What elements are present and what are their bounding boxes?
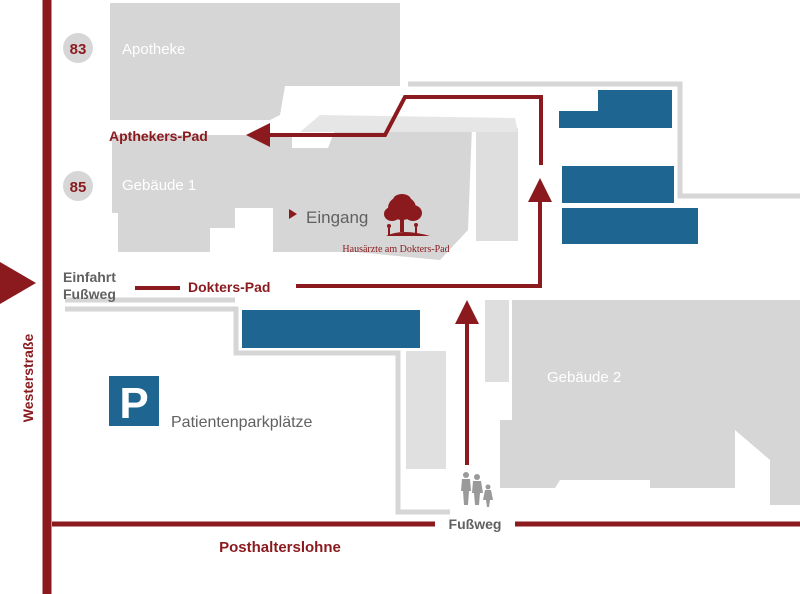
label-apthekers-pad: Apthekers-Pad: [109, 128, 208, 144]
house-number-85-text: 85: [70, 179, 87, 196]
parking-symbol: P: [119, 379, 148, 428]
building-apotheke: [110, 3, 400, 120]
house-number-83: 83: [63, 33, 93, 63]
path-arrows: [135, 95, 552, 465]
label-einfahrt-fussweg: Fußweg: [63, 286, 116, 302]
strip-3: [406, 351, 446, 469]
tree-logo-icon: [384, 194, 430, 236]
street-westerstrasse: Westerstraße: [20, 334, 36, 423]
label-apotheke: Apotheke: [122, 41, 185, 58]
parking-label: Patientenparkplätze: [171, 414, 313, 431]
house-number-83-text: 83: [70, 41, 87, 58]
outline-north-lot: [408, 81, 800, 199]
strip-1: [476, 128, 518, 241]
label-fussweg: Fußweg: [449, 516, 502, 532]
practice-name: Hausärzte am Dokters-Pad: [342, 244, 449, 255]
street-posthalterslohne: Posthalterslohne: [219, 539, 341, 556]
strip-2: [485, 300, 509, 382]
building-gebaeude2: [500, 300, 800, 505]
parking-lot-north-2: [562, 166, 674, 203]
parking-lots: [242, 90, 698, 348]
label-gebaeude1: Gebäude 1: [122, 177, 196, 194]
path-apthekers-pad: [246, 95, 543, 165]
parking-lot-north-3: [562, 208, 698, 244]
pedestrian-family-icon: [461, 472, 493, 507]
label-dokters-pad: Dokters-Pad: [188, 279, 270, 295]
house-number-85: 85: [63, 171, 93, 201]
roads: [42, 0, 800, 594]
outline-layer: [65, 81, 800, 515]
label-gebaeude2: Gebäude 2: [547, 369, 621, 386]
outline-footway-top: [65, 306, 450, 515]
triangle-marker-icon: [0, 262, 36, 304]
eingang-marker-icon: [289, 209, 297, 219]
label-einfahrt: Einfahrt: [63, 269, 116, 285]
parking-lot-south: [242, 310, 420, 348]
parking-symbol-box: [109, 376, 159, 426]
light-band: [300, 115, 518, 132]
parking-lot-north-1: [559, 90, 672, 128]
path-dokters-pad-2: [296, 178, 552, 288]
buildings-layer: [110, 3, 800, 505]
building-gebaeude1: [112, 122, 472, 260]
label-eingang: Eingang: [306, 208, 368, 227]
